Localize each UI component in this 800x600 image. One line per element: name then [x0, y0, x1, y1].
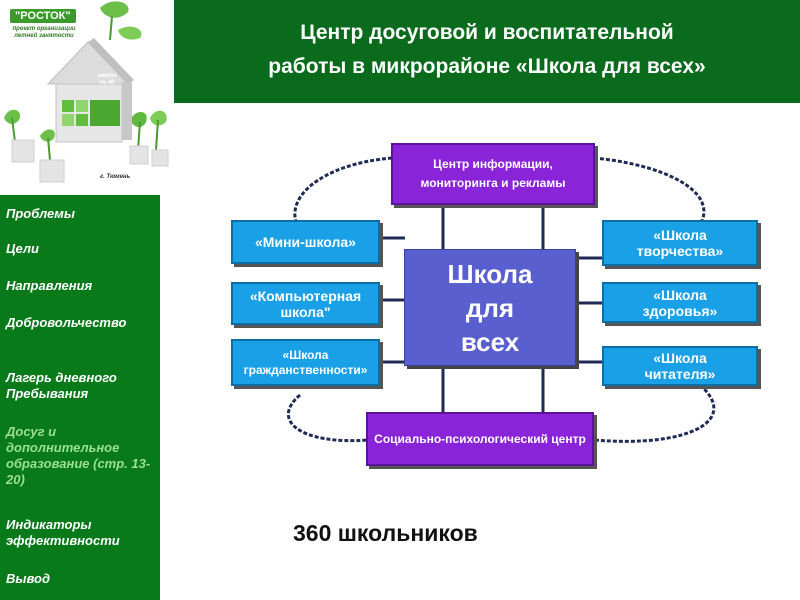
- logo: "РОСТОК" проект организации летней занят…: [0, 0, 172, 195]
- logo-title: "РОСТОК": [10, 9, 76, 23]
- connector-top-right-arc: [593, 156, 706, 226]
- sidebar-item-goals[interactable]: Цели: [6, 241, 39, 256]
- sidebar-nav: Проблемы Цели Направления Добровольчеств…: [0, 195, 160, 600]
- node-citizenship-school: «Школа гражданственности»: [231, 339, 380, 386]
- connector-top-left-arc: [293, 156, 393, 231]
- sidebar-item-leisure[interactable]: Досуг и дополнительное образование (стр.…: [6, 424, 151, 487]
- node-computer-school: «Компьютерная школа": [231, 282, 380, 325]
- page-title: Центр досуговой и воспитательной работы …: [174, 16, 800, 84]
- page-title-line-1: Центр досуговой и воспитательной: [300, 21, 674, 44]
- node-mini-school: «Мини-школа»: [231, 220, 380, 264]
- node-creativity-school: «Школа творчества»: [602, 220, 758, 266]
- logo-school-label: школа № 40: [97, 73, 117, 86]
- students-count: 360 школьников: [293, 520, 478, 546]
- logo-city: г. Тюмень: [100, 174, 131, 180]
- house-logo-icon: [4, 1, 169, 183]
- sidebar-item-directions[interactable]: Направления: [6, 278, 93, 293]
- sidebar-item-problems[interactable]: Проблемы: [6, 206, 75, 221]
- node-psych-center: Социально-психологический центр: [366, 412, 594, 466]
- connector-bottom-right-arc: [593, 383, 716, 443]
- sidebar-item-conclusion[interactable]: Вывод: [6, 571, 50, 586]
- connector-bottom-left-arc: [287, 393, 369, 443]
- node-reader-school: «Школа читателя»: [602, 346, 758, 386]
- logo-subtitle: проект организации летней занятости: [12, 26, 76, 39]
- node-center-school: Школа для всех: [404, 249, 576, 366]
- sidebar-item-volunteering[interactable]: Добровольчество: [6, 315, 127, 330]
- node-info-center: Центр информации, мониторинга и рекламы: [391, 143, 595, 205]
- sidebar-item-day-camp[interactable]: Лагерь дневного Пребывания: [6, 370, 117, 401]
- header-banner: Центр досуговой и воспитательной работы …: [174, 0, 800, 103]
- sidebar-item-indicators[interactable]: Индикаторы эффективности: [6, 517, 120, 548]
- page-title-line-2: работы в микрорайоне «Школа для всех»: [268, 55, 706, 78]
- node-health-school: «Школа здоровья»: [602, 282, 758, 323]
